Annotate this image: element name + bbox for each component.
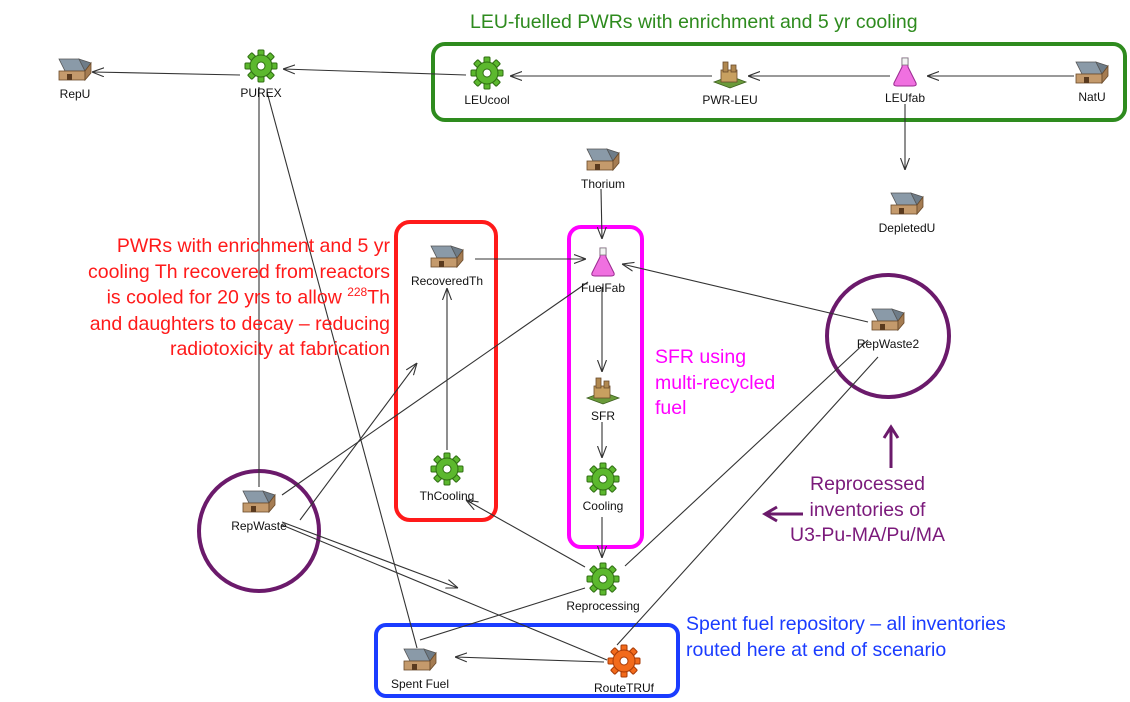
node-label: RouteTRUf [593, 681, 655, 695]
annotation-line: multi-recycled [655, 371, 776, 394]
node-label: RepU [59, 87, 91, 101]
annotation-text: Th [367, 286, 390, 309]
th-group-annotation: PWRs with enrichment and 5 yr cooling Th… [88, 234, 390, 363]
annotation-line: U3-Pu-MA/Pu/MA [790, 524, 945, 547]
isotope-superscript: 228 [347, 285, 368, 300]
facility-icon [403, 648, 437, 672]
node-label: Thorium [580, 177, 625, 191]
repository-annotation: Spent fuel repository – all inventories … [686, 612, 1006, 663]
node-depletedu[interactable]: DepletedU [847, 190, 967, 235]
node-thcooling[interactable]: ThCooling [387, 452, 507, 503]
node-repu[interactable]: RepU [15, 56, 135, 101]
annotation-text: is cooled for 20 yrs to allow [106, 286, 348, 309]
flow-repwaste2-to-fuelfab [622, 264, 869, 323]
facility-icon [890, 192, 924, 216]
gear-icon [470, 56, 504, 90]
flow-leucool-to-purex [283, 69, 467, 76]
node-label: LEUcool [464, 93, 510, 107]
node-label: RepWaste [231, 519, 287, 533]
node-reprocessing[interactable]: Reprocessing [543, 562, 663, 613]
flow-purex-to-spentfuel [266, 91, 418, 649]
annotation-line: fuel [655, 397, 687, 420]
facility-icon [871, 308, 905, 332]
node-label: RecoveredTh [410, 274, 484, 288]
th-group-box [394, 220, 498, 522]
annotation-line: SFR using [655, 346, 747, 368]
flow-repwaste-to-fuelfab [281, 281, 589, 496]
node-label: LEUfab [884, 91, 926, 105]
gear-orange-icon [607, 644, 641, 678]
node-label: Cooling [582, 499, 624, 513]
sfr-group-annotation: SFR using multi-recycled fuel [655, 345, 775, 422]
facility-icon [1075, 61, 1109, 85]
reprocessed-annotation: Reprocessed inventories of U3-Pu-MA/Pu/M… [790, 472, 945, 549]
node-label: ThCooling [419, 489, 475, 503]
flow-thorium-to-fuelfab [601, 188, 602, 239]
node-cooling[interactable]: Cooling [543, 462, 663, 513]
node-label: PUREX [240, 86, 282, 100]
node-natu[interactable]: NatU [1032, 59, 1130, 104]
node-label: Spent Fuel [390, 677, 450, 691]
node-fuelfab[interactable]: FuelFab [543, 246, 663, 295]
up-arrow [882, 424, 900, 468]
flow-repwaste2-to-routetruf [616, 356, 879, 646]
flow-repwaste-to-recoveredth [299, 363, 417, 521]
node-leucool[interactable]: LEUcool [427, 56, 547, 107]
facility-icon [58, 58, 92, 82]
flask-icon [893, 57, 917, 87]
node-purex[interactable]: PUREX [201, 49, 321, 100]
flow-repwaste-to-routetruf [281, 524, 608, 661]
left-arrow [762, 505, 803, 523]
flow-reprocessing-to-spentfuel [419, 587, 586, 641]
annotation-line: and daughters to decay – reducing [89, 312, 390, 335]
facility-icon [242, 490, 276, 514]
node-label: NatU [1078, 90, 1106, 104]
repository-group-box [374, 623, 680, 698]
flow-routetruf-to-spentfuel [455, 657, 605, 663]
flow-reprocessing-to-thcooling [466, 500, 586, 568]
node-label: RepWaste2 [856, 337, 920, 351]
gear-icon [586, 462, 620, 496]
reactor-icon [585, 377, 621, 405]
node-repwaste2[interactable]: RepWaste2 [828, 306, 948, 351]
annotation-line: inventories of [809, 498, 926, 521]
repwaste2-circle [825, 273, 951, 399]
annotation-line: radiotoxicity at fabrication [169, 338, 390, 361]
flask-icon [591, 247, 615, 277]
annotation-line: is cooled for 20 yrs to allow 228Th [88, 285, 390, 311]
flow-repwaste-to-reprocessing [281, 521, 458, 588]
gear-icon [430, 452, 464, 486]
node-sfr[interactable]: SFR [543, 374, 663, 423]
node-thorium[interactable]: Thorium [543, 146, 663, 191]
node-label: Reprocessing [566, 599, 640, 613]
node-recoveredth[interactable]: RecoveredTh [387, 243, 507, 288]
gear-icon [586, 562, 620, 596]
annotation-line: cooling Th recovered from reactors [87, 260, 390, 283]
reactor-icon [712, 61, 748, 89]
annotation-line: Reprocessed [810, 473, 925, 495]
node-leufab[interactable]: LEUfab [845, 56, 965, 105]
node-label: PWR-LEU [702, 93, 758, 107]
annotation-line: PWRs with enrichment and 5 yr [116, 235, 390, 257]
facility-icon [586, 148, 620, 172]
node-label: SFR [591, 409, 615, 423]
node-routetruf[interactable]: RouteTRUf [564, 644, 684, 695]
node-spentfuel[interactable]: Spent Fuel [360, 646, 480, 691]
flow-reprocessing-to-repwaste2 [624, 339, 869, 567]
node-label: DepletedU [878, 221, 936, 235]
gear-icon [244, 49, 278, 83]
leu-group-box [431, 42, 1127, 122]
facility-icon [430, 245, 464, 269]
node-pwr-leu[interactable]: PWR-LEU [670, 58, 790, 107]
annotation-line: routed here at end of scenario [686, 638, 947, 661]
flow-purex-to-repu [92, 72, 241, 75]
node-repwaste[interactable]: RepWaste [199, 488, 319, 533]
leu-group-annotation: LEU-fuelled PWRs with enrichment and 5 y… [470, 11, 918, 33]
node-label: FuelFab [580, 281, 626, 295]
annotation-line: Spent fuel repository – all inventories [686, 613, 1006, 635]
